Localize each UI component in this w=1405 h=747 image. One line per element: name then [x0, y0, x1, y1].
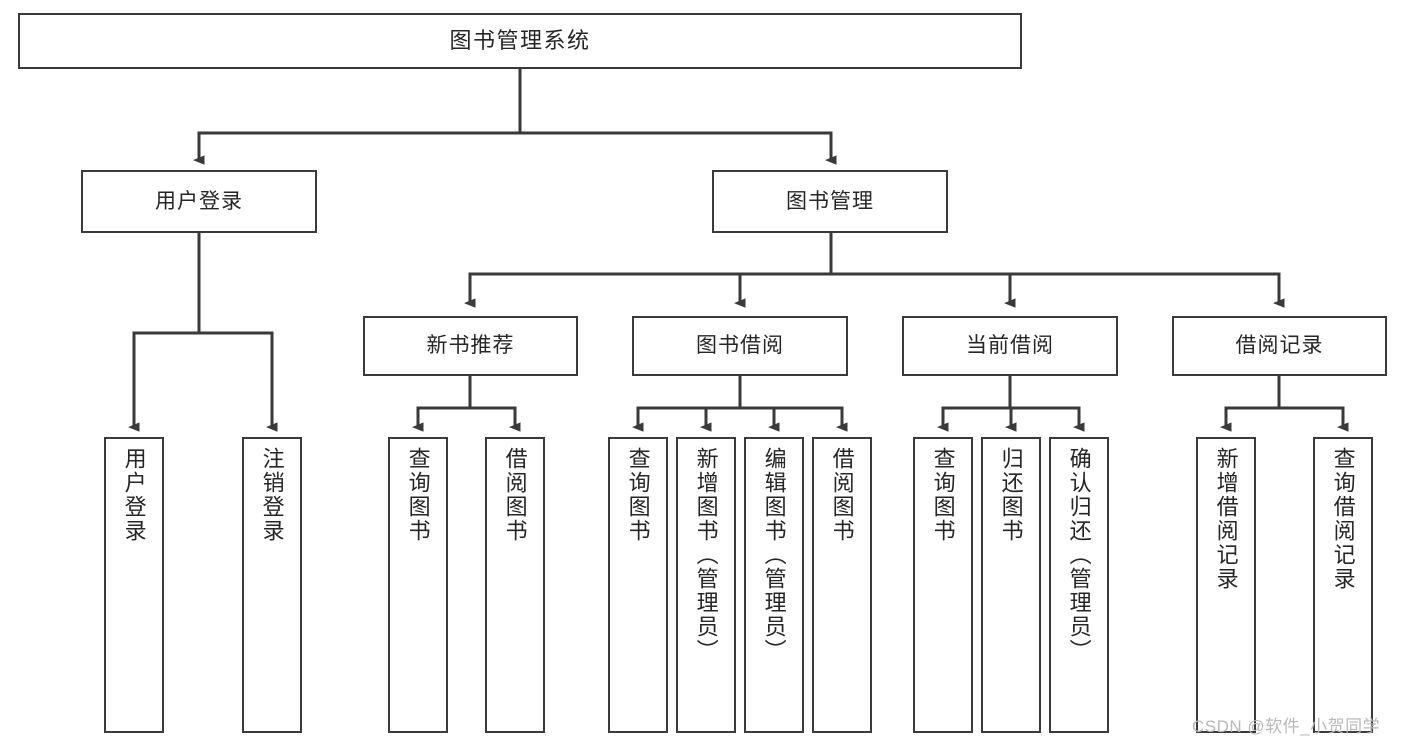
- node-borrow-record[interactable]: 借阅记录: [1172, 316, 1387, 376]
- node-leaf-edit-book-label: 编辑图书（管理员）: [761, 447, 787, 663]
- node-leaf-return-book-label: 归还图书: [998, 447, 1024, 543]
- node-leaf-query-book-2[interactable]: 查询图书: [608, 437, 668, 733]
- node-leaf-add-record-label: 新增借阅记录: [1213, 447, 1239, 591]
- node-leaf-add-book-label: 新增图书（管理员）: [693, 447, 719, 663]
- node-leaf-borrow-book-2-label: 借阅图书: [829, 447, 855, 543]
- node-new-book-rec[interactable]: 新书推荐: [363, 316, 578, 376]
- node-leaf-user-login-label: 用户登录: [121, 447, 147, 543]
- node-leaf-query-book-3[interactable]: 查询图书: [913, 437, 973, 733]
- node-leaf-borrow-book-1[interactable]: 借阅图书: [485, 437, 545, 733]
- node-root-label: 图书管理系统: [449, 27, 591, 53]
- node-leaf-query-record[interactable]: 查询借阅记录: [1313, 437, 1373, 733]
- node-leaf-return-book[interactable]: 归还图书: [981, 437, 1041, 733]
- watermark: CSDN @软件_小贺同学: [1192, 717, 1381, 736]
- node-leaf-logout-login[interactable]: 注销登录: [242, 437, 302, 733]
- node-leaf-query-book-3-label: 查询图书: [930, 447, 956, 543]
- node-leaf-add-record[interactable]: 新增借阅记录: [1196, 437, 1256, 733]
- node-leaf-query-book-1-label: 查询图书: [405, 447, 431, 543]
- node-current-borrow-label: 当前借阅: [966, 334, 1054, 358]
- node-book-borrow-label: 图书借阅: [696, 334, 784, 358]
- node-current-borrow[interactable]: 当前借阅: [902, 316, 1118, 376]
- node-leaf-confirm-return-label: 确认归还（管理员）: [1066, 447, 1092, 663]
- node-leaf-borrow-book-2[interactable]: 借阅图书: [812, 437, 872, 733]
- node-book-manage-label: 图书管理: [786, 189, 874, 213]
- node-book-manage[interactable]: 图书管理: [712, 170, 948, 233]
- node-new-book-rec-label: 新书推荐: [426, 334, 515, 358]
- node-leaf-borrow-book-1-label: 借阅图书: [502, 447, 528, 543]
- node-book-borrow[interactable]: 图书借阅: [632, 316, 848, 376]
- node-leaf-edit-book[interactable]: 编辑图书（管理员）: [744, 437, 804, 733]
- node-leaf-add-book[interactable]: 新增图书（管理员）: [676, 437, 736, 733]
- node-leaf-query-record-label: 查询借阅记录: [1330, 447, 1356, 591]
- node-leaf-logout-login-label: 注销登录: [259, 447, 285, 543]
- node-root[interactable]: 图书管理系统: [18, 13, 1022, 69]
- node-leaf-query-book-2-label: 查询图书: [625, 447, 651, 543]
- node-leaf-confirm-return[interactable]: 确认归还（管理员）: [1049, 437, 1109, 733]
- node-user-login[interactable]: 用户登录: [81, 170, 317, 233]
- node-leaf-user-login[interactable]: 用户登录: [104, 437, 164, 733]
- node-user-login-label: 用户登录: [155, 189, 243, 213]
- node-leaf-query-book-1[interactable]: 查询图书: [388, 437, 448, 733]
- node-borrow-record-label: 借阅记录: [1235, 334, 1324, 358]
